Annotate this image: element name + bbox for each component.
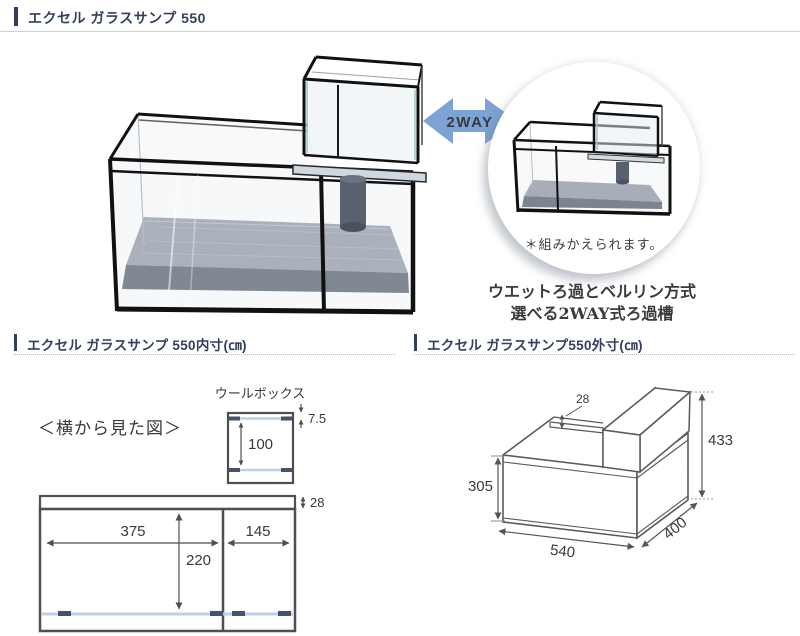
- dim-rim: 28: [576, 392, 590, 406]
- dim-right-chamber: 145: [245, 523, 270, 540]
- section-header-inner: エクセル ガラスサンプ 550内寸(㎝): [14, 333, 396, 355]
- section-title-inner: エクセル ガラスサンプ 550内寸(㎝): [27, 338, 247, 353]
- outer-dimension-diagram: 28 433 305 540 400: [468, 386, 733, 562]
- section-accent-bar: [14, 334, 17, 351]
- page-header: エクセル ガラスサンプ 550: [0, 0, 800, 32]
- dim-total-height: 433: [708, 432, 733, 449]
- dim-inner-height: 220: [186, 552, 211, 569]
- inset-photo-circle: ＊組みかえられます。: [488, 62, 700, 274]
- wool-box-section: 7.5 100: [226, 404, 326, 485]
- main-tank-illustration: [108, 112, 416, 315]
- wool-box-isometric: [601, 386, 692, 474]
- dim-width: 540: [549, 542, 576, 562]
- inset-tank-illustration: [512, 100, 672, 216]
- tagline: ウエットろ過とベルリン方式 選べる2WAY式ろ過槽: [462, 281, 722, 325]
- page-title: エクセル ガラスサンプ 550: [28, 10, 206, 26]
- dim-wool-gap: 7.5: [308, 411, 326, 426]
- section-title-outer: エクセル ガラスサンプ550外寸(㎝): [427, 338, 643, 353]
- header-accent-bar: [14, 7, 18, 26]
- two-way-label: 2WAY: [446, 114, 493, 131]
- inset-caption: ＊組みかえられます。: [524, 237, 664, 252]
- dim-left-chamber: 375: [120, 523, 145, 540]
- wool-box-label: ウールボックス: [215, 386, 306, 401]
- tank-side-view: 28 375 145 220: [38, 494, 324, 633]
- tagline-line1: ウエットろ過とベルリン方式: [487, 282, 696, 301]
- side-view-label: ＜横から見た図＞: [38, 419, 182, 438]
- inset-wool-box: [587, 100, 665, 185]
- section-accent-bar: [414, 334, 417, 351]
- tagline-line2: 選べる2WAY式ろ過槽: [510, 304, 674, 323]
- section-header-outer: エクセル ガラスサンプ550外寸(㎝): [414, 333, 795, 355]
- dim-wool-height: 100: [248, 436, 273, 453]
- dim-body-height: 305: [468, 478, 493, 495]
- dim-rim-height: 28: [310, 495, 324, 510]
- inner-dimension-diagram: ウールボックス 7.5 100 ＜横から見た図＞ 28: [38, 386, 326, 633]
- product-photo: [108, 55, 427, 315]
- wool-box-illustration: [292, 55, 427, 232]
